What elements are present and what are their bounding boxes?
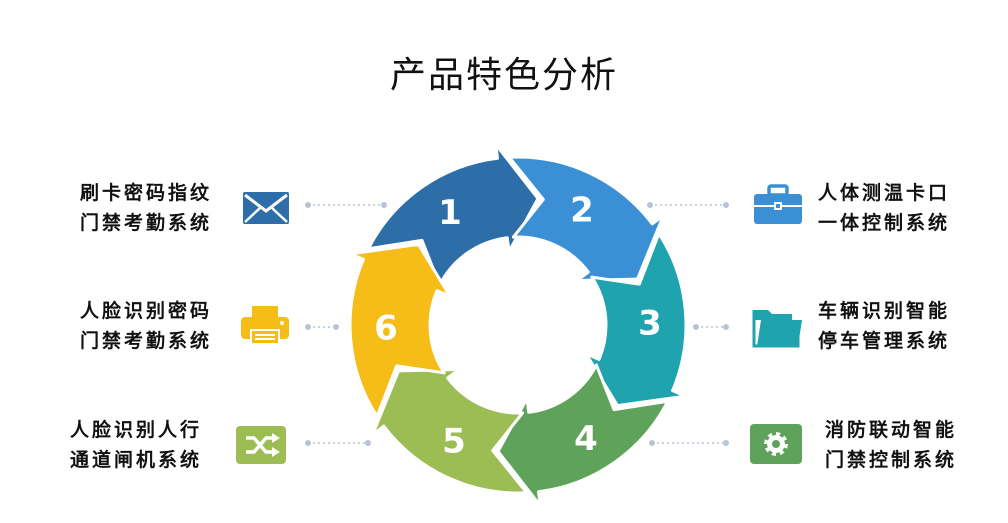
feature-line1: 刷卡密码指纹 <box>79 182 212 204</box>
feature-label-right-2: 车辆识别智能 停车管理系统 <box>818 296 998 356</box>
feature-line1: 人体测温卡口 <box>818 182 951 204</box>
connector-dot <box>723 202 729 208</box>
cycle-segment-4 <box>496 363 670 508</box>
connector-dot <box>723 324 729 330</box>
connector-dot <box>381 202 387 208</box>
cycle-segment-1 <box>366 142 540 287</box>
cycle-segment-3 <box>584 232 688 408</box>
feature-label-right-1: 人体测温卡口 一体控制系统 <box>818 178 998 238</box>
segment-number-3: 3 <box>638 304 662 344</box>
connector-dot <box>305 440 311 446</box>
cycle-segment-5 <box>371 368 529 495</box>
connector-dot <box>365 440 371 446</box>
cycle-segments <box>348 142 688 508</box>
feature-line2: 门禁考勤系统 <box>79 330 212 352</box>
feature-line2: 门禁控制系统 <box>825 449 958 471</box>
feature-label-right-3: 消防联动智能 门禁控制系统 <box>825 415 1005 475</box>
connector-dot <box>693 324 699 330</box>
feature-line1: 人脸识别人行 <box>69 419 202 441</box>
shuffle-icon <box>236 426 286 464</box>
cycle-segment-2 <box>507 155 665 282</box>
segment-number-2: 2 <box>570 191 594 231</box>
feature-line1: 人脸识别密码 <box>79 300 212 322</box>
feature-line2: 门禁考勤系统 <box>79 212 212 234</box>
feature-line1: 车辆识别智能 <box>818 300 951 322</box>
connector-dot <box>723 440 729 446</box>
connector-dot <box>649 440 655 446</box>
connector-dot <box>333 324 339 330</box>
connector-dot <box>647 202 653 208</box>
envelope-icon <box>243 192 289 224</box>
segment-number-6: 6 <box>374 308 398 348</box>
feature-line2: 通道闸机系统 <box>69 449 202 471</box>
connectors <box>305 202 729 446</box>
feature-label-left-1: 刷卡密码指纹 门禁考勤系统 <box>40 178 212 238</box>
feature-line2: 停车管理系统 <box>818 330 951 352</box>
feature-line2: 一体控制系统 <box>818 212 951 234</box>
folder-icon <box>752 310 802 348</box>
segment-number-1: 1 <box>438 193 462 233</box>
page-title: 产品特色分析 <box>389 55 618 96</box>
printer-icon <box>241 306 289 345</box>
feature-label-left-3: 人脸识别人行 通道闸机系统 <box>30 415 202 475</box>
feature-line1: 消防联动智能 <box>825 419 958 441</box>
cycle-numbers: 1 2 3 4 5 6 <box>374 191 662 462</box>
segment-number-4: 4 <box>574 419 598 459</box>
briefcase-icon <box>754 184 802 224</box>
segment-number-5: 5 <box>442 421 466 461</box>
gear-icon <box>750 424 802 464</box>
gear-hole <box>772 440 780 448</box>
connector-dot <box>305 202 311 208</box>
connector-dot <box>305 324 311 330</box>
cycle-segment-6 <box>348 242 452 418</box>
feature-label-left-2: 人脸识别密码 门禁考勤系统 <box>40 296 212 356</box>
